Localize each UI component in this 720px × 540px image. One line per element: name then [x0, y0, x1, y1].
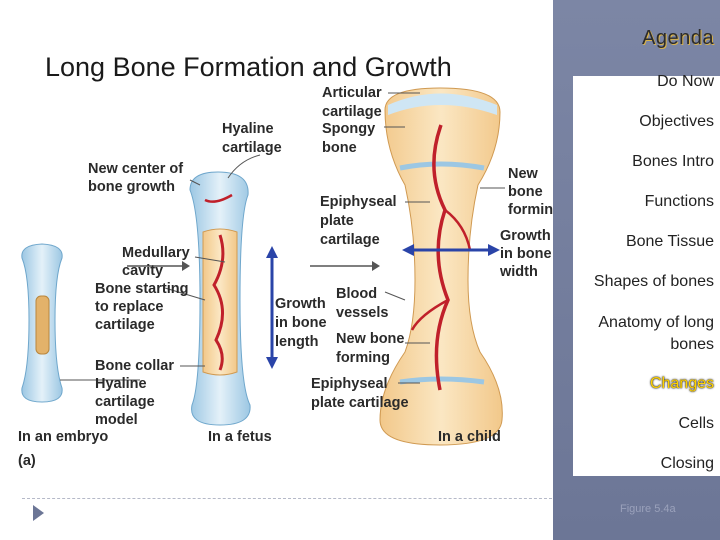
- stage-label-child: In a child: [438, 429, 501, 445]
- figure-reference: Figure 5.4a: [620, 503, 676, 515]
- agenda-title: Agenda: [642, 27, 714, 50]
- child-bone: [380, 88, 502, 445]
- embryo-bone: [22, 244, 62, 402]
- label-bone-collar: Bone collar: [95, 358, 174, 374]
- agenda-item-bones-intro[interactable]: Bones Intro: [553, 152, 714, 172]
- agenda-item-shapes[interactable]: Shapes of bones: [553, 272, 714, 292]
- agenda-item-cells[interactable]: Cells: [553, 414, 714, 434]
- agenda-item-functions[interactable]: Functions: [553, 192, 714, 212]
- bullet-arrow-icon: [33, 505, 44, 521]
- agenda-item-do-now[interactable]: Do Now: [553, 72, 714, 92]
- agenda-item-bone-tissue[interactable]: Bone Tissue: [553, 232, 714, 252]
- agenda-item-anatomy[interactable]: Anatomy of long bones: [553, 312, 714, 356]
- footer-divider: [22, 498, 552, 499]
- agenda-item-objectives[interactable]: Objectives: [553, 112, 714, 132]
- agenda-item-closing[interactable]: Closing: [553, 454, 714, 474]
- stage-label-fetus: In a fetus: [208, 429, 272, 445]
- stage-label-embryo: In an embryo: [18, 429, 108, 445]
- panel-label: (a): [18, 453, 36, 469]
- agenda-list: Do Now Objectives Bones Intro Functions …: [553, 70, 714, 474]
- agenda-item-changes[interactable]: Changes: [553, 374, 714, 394]
